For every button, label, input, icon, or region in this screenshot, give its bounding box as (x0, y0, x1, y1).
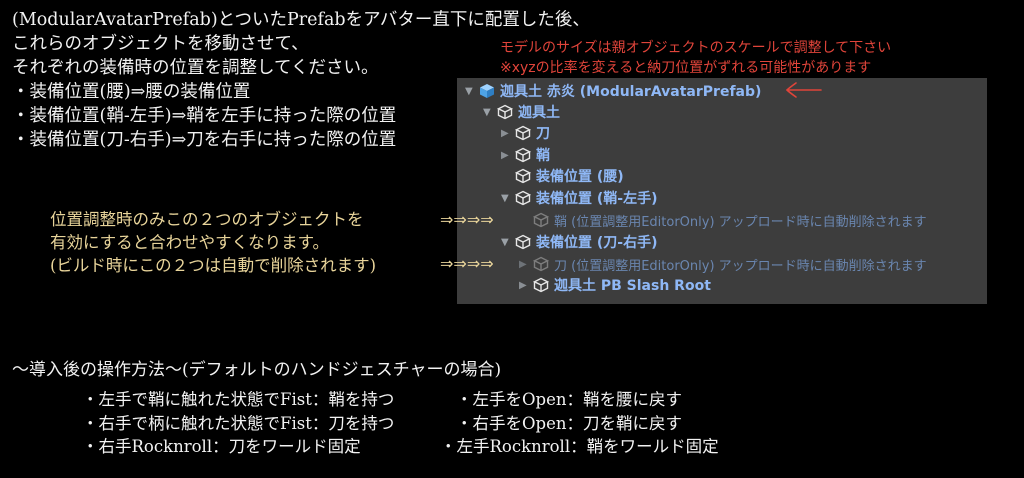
intro-line: それぞれの装備時の位置を調整してください。 (12, 58, 379, 78)
operation-item: ・右手で柄に触れた状態でFist：刀を持つ (82, 414, 395, 433)
intro-line: ・装備位置(鞘-左手)⇒鞘を左手に持った際の位置 (12, 106, 397, 126)
hierarchy-panel: ▼ 迦具土 赤炎 (ModularAvatarPrefab) ▼ 迦具土 ▶ 刀… (457, 78, 987, 304)
pointer-arrows: ⇒⇒⇒⇒ (440, 210, 494, 229)
expand-arrow-icon[interactable]: ▼ (483, 106, 491, 118)
cube-icon (533, 256, 549, 272)
cube-icon (515, 234, 531, 250)
pointer-arrows: ⇒⇒⇒⇒ (440, 254, 494, 273)
scale-warning-line: モデルのサイズは親オブジェクトのスケールで調整して下さい (500, 40, 892, 56)
editoronly-note-line: (ビルド時にこの２つは自動で削除されます) (50, 256, 377, 275)
editoronly-note: 位置調整時のみこの２つのオブジェクトを 有効にすると合わせやすくなります。 (ビ… (50, 208, 376, 277)
intro-line: ・装備位置(刀-右手)⇒刀を右手に持った際の位置 (12, 130, 397, 150)
operation-item: ・左手で鞘に触れた状態でFist：鞘を持つ (82, 390, 395, 409)
hierarchy-item-kagutsuchi[interactable]: ▼ 迦具土 (483, 101, 560, 123)
hierarchy-item-label: 迦具土 (518, 105, 560, 121)
operation-item: ・右手Rocknroll：刀をワールド固定 (82, 437, 361, 456)
operations-title: 〜導入後の操作方法〜(デフォルトのハンドジェスチャーの場合) (12, 360, 502, 380)
hierarchy-item-saya-editoronly[interactable]: 鞘 (位置調整用EditorOnly) アップロード時に自動削除されます (531, 209, 927, 231)
operation-item: ・左手をOpen：鞘を腰に戻す (456, 390, 682, 409)
cube-icon (533, 277, 549, 293)
intro-line: (ModularAvatarPrefab)とついたPrefabをアバター直下に配… (12, 10, 590, 30)
cube-icon (515, 168, 531, 184)
hierarchy-item-label: 迦具土 赤炎 (ModularAvatarPrefab) (500, 84, 762, 100)
cube-icon (533, 212, 549, 228)
intro-line: ・装備位置(腰)⇒腰の装備位置 (12, 82, 251, 102)
hierarchy-item-label: 装備位置 (鞘-左手) (536, 191, 658, 207)
hierarchy-item-equip-saya-left[interactable]: ▼ 装備位置 (鞘-左手) (501, 187, 657, 209)
expand-arrow-icon[interactable]: ▼ (465, 85, 473, 97)
collapse-arrow-icon[interactable]: ▶ (519, 279, 527, 291)
hierarchy-item-label: 装備位置 (刀-右手) (536, 235, 658, 251)
operation-item: ・右手をOpen：刀を鞘に戻す (456, 414, 682, 433)
hierarchy-item-equip-waist[interactable]: 装備位置 (腰) (513, 165, 624, 187)
cube-icon (515, 190, 531, 206)
prefab-cube-icon (480, 84, 494, 98)
cube-icon (497, 104, 513, 120)
hierarchy-item-label: 迦具土 PB Slash Root (554, 278, 711, 294)
scale-warning-note: モデルのサイズは親オブジェクトのスケールで調整して下さい ※xyzの比率を変える… (500, 38, 891, 78)
collapse-arrow-icon[interactable]: ▶ (519, 258, 527, 270)
hierarchy-item-katana-editoronly[interactable]: ▶ 刀 (位置調整用EditorOnly) アップロード時に自動削除されます (519, 253, 927, 275)
intro-text: (ModularAvatarPrefab)とついたPrefabをアバター直下に配… (12, 8, 590, 152)
hierarchy-item-label: 鞘 (位置調整用EditorOnly) アップロード時に自動削除されます (554, 214, 927, 230)
callout-arrow-icon (785, 82, 822, 98)
hierarchy-item-label: 鞘 (536, 148, 550, 164)
hierarchy-item-prefab-root[interactable]: ▼ 迦具土 赤炎 (ModularAvatarPrefab) (465, 80, 761, 102)
hierarchy-item-saya[interactable]: ▶ 鞘 (501, 144, 550, 166)
scale-warning-line: ※xyzの比率を変えると納刀位置がずれる可能性があります (500, 60, 872, 76)
expand-arrow-icon[interactable]: ▼ (501, 236, 509, 248)
cube-icon (515, 147, 531, 163)
editoronly-note-line: 位置調整時のみこの２つのオブジェクトを (50, 210, 364, 229)
expand-arrow-icon[interactable]: ▼ (501, 192, 509, 204)
hierarchy-item-katana[interactable]: ▶ 刀 (501, 122, 550, 144)
hierarchy-item-equip-katana-right[interactable]: ▼ 装備位置 (刀-右手) (501, 231, 657, 253)
cube-icon (515, 125, 531, 141)
collapse-arrow-icon[interactable]: ▶ (501, 127, 509, 139)
collapse-arrow-icon[interactable]: ▶ (501, 149, 509, 161)
editoronly-note-line: 有効にすると合わせやすくなります。 (50, 233, 330, 252)
hierarchy-item-label: 装備位置 (腰) (536, 169, 624, 185)
hierarchy-item-slash-root[interactable]: ▶ 迦具土 PB Slash Root (519, 274, 711, 296)
hierarchy-item-label: 刀 (位置調整用EditorOnly) アップロード時に自動削除されます (554, 258, 927, 274)
intro-line: これらのオブジェクトを移動させて、 (12, 34, 309, 54)
hierarchy-item-label: 刀 (536, 126, 550, 142)
operation-item: ・左手Rocknroll：鞘をワールド固定 (440, 437, 719, 456)
